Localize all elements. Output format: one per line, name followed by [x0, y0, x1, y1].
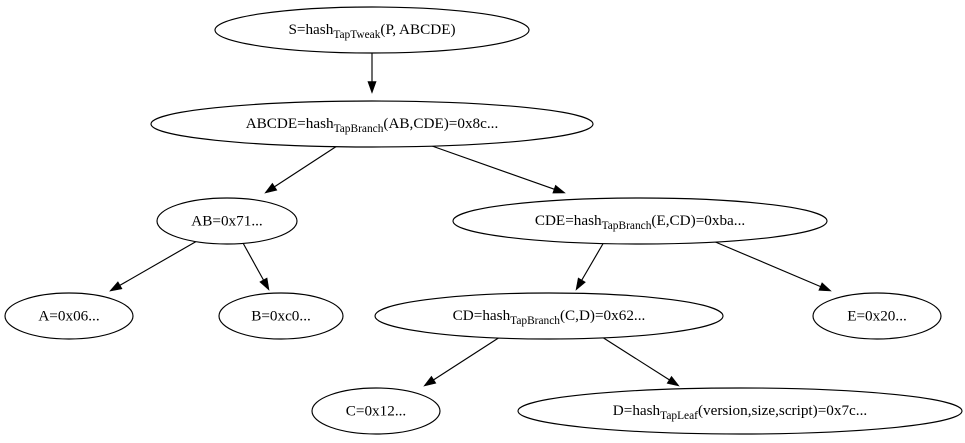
node-c[interactable]: C=0x12...: [311, 387, 441, 435]
edge-line: [431, 145, 556, 191]
node-ellipse[interactable]: [311, 387, 441, 435]
edge-ab-to-b: [242, 242, 270, 291]
arrow-head-icon: [575, 277, 586, 291]
node-abcde[interactable]: ABCDE=hashTapBranch(AB,CDE)=0x8c...: [150, 100, 594, 148]
arrow-head-icon: [264, 182, 278, 194]
node-ellipse[interactable]: [156, 197, 298, 245]
node-a[interactable]: A=0x06...: [4, 292, 134, 340]
edge-abcde-to-cde: [431, 145, 566, 194]
edge-line: [273, 145, 338, 189]
edge-line: [712, 240, 823, 288]
node-s[interactable]: S=hashTapTweak(P, ABCDE): [214, 6, 530, 54]
arrow-head-icon: [666, 375, 680, 387]
nodes-layer: S=hashTapTweak(P, ABCDE) ABCDE=hashTapBra…: [4, 6, 963, 435]
node-ellipse[interactable]: [214, 6, 530, 54]
edge-abcde-to-ab: [264, 145, 338, 194]
node-b[interactable]: B=0xc0...: [218, 292, 344, 340]
node-label: A=0x06...: [38, 307, 99, 324]
node-d[interactable]: D=hashTapLeaf(version,size,script)=0x7c.…: [517, 387, 963, 435]
node-ellipse[interactable]: [4, 292, 134, 340]
edge-cd-to-c: [423, 336, 501, 387]
node-label: AB=0x71...: [191, 212, 262, 229]
node-label: CDE=hashTapBranch(E,CD)=0xba...: [535, 212, 745, 231]
node-label: C=0x12...: [346, 402, 406, 419]
node-label: D=hashTapLeaf(version,size,script)=0x7c.…: [613, 402, 867, 421]
edge-line: [580, 241, 605, 282]
arrow-head-icon: [109, 281, 123, 292]
node-ellipse[interactable]: [150, 100, 594, 148]
edge-line: [118, 240, 198, 287]
node-e[interactable]: E=0x20...: [812, 292, 942, 340]
edge-cde-to-cd: [575, 241, 605, 291]
edge-cde-to-e: [712, 240, 832, 292]
node-label: ABCDE=hashTapBranch(AB,CDE)=0x8c...: [246, 115, 499, 134]
arrow-head-icon: [367, 81, 377, 94]
node-cde[interactable]: CDE=hashTapBranch(E,CD)=0xba...: [452, 197, 828, 245]
edge-s-to-abcde: [367, 53, 377, 94]
node-label: CD=hashTapBranch(C,D)=0x62...: [453, 307, 646, 326]
node-ellipse[interactable]: [812, 292, 942, 340]
edge-line: [432, 336, 501, 382]
node-label: B=0xc0...: [251, 307, 311, 324]
arrow-head-icon: [818, 282, 832, 292]
node-label: E=0x20...: [847, 307, 907, 324]
edge-line: [601, 336, 671, 382]
node-cd[interactable]: CD=hashTapBranch(C,D)=0x62...: [374, 292, 724, 340]
edge-cd-to-d: [601, 336, 680, 387]
node-ellipse[interactable]: [517, 387, 963, 435]
node-ellipse[interactable]: [218, 292, 344, 340]
arrow-head-icon: [259, 277, 270, 291]
node-ellipse[interactable]: [452, 197, 828, 245]
edge-ab-to-a: [109, 240, 198, 292]
node-label: S=hashTapTweak(P, ABCDE): [288, 21, 455, 40]
arrow-head-icon: [552, 184, 566, 194]
edge-line: [242, 242, 265, 282]
node-ellipse[interactable]: [374, 292, 724, 340]
edges-layer: [109, 53, 832, 387]
node-ab[interactable]: AB=0x71...: [156, 197, 298, 245]
arrow-head-icon: [423, 375, 437, 387]
